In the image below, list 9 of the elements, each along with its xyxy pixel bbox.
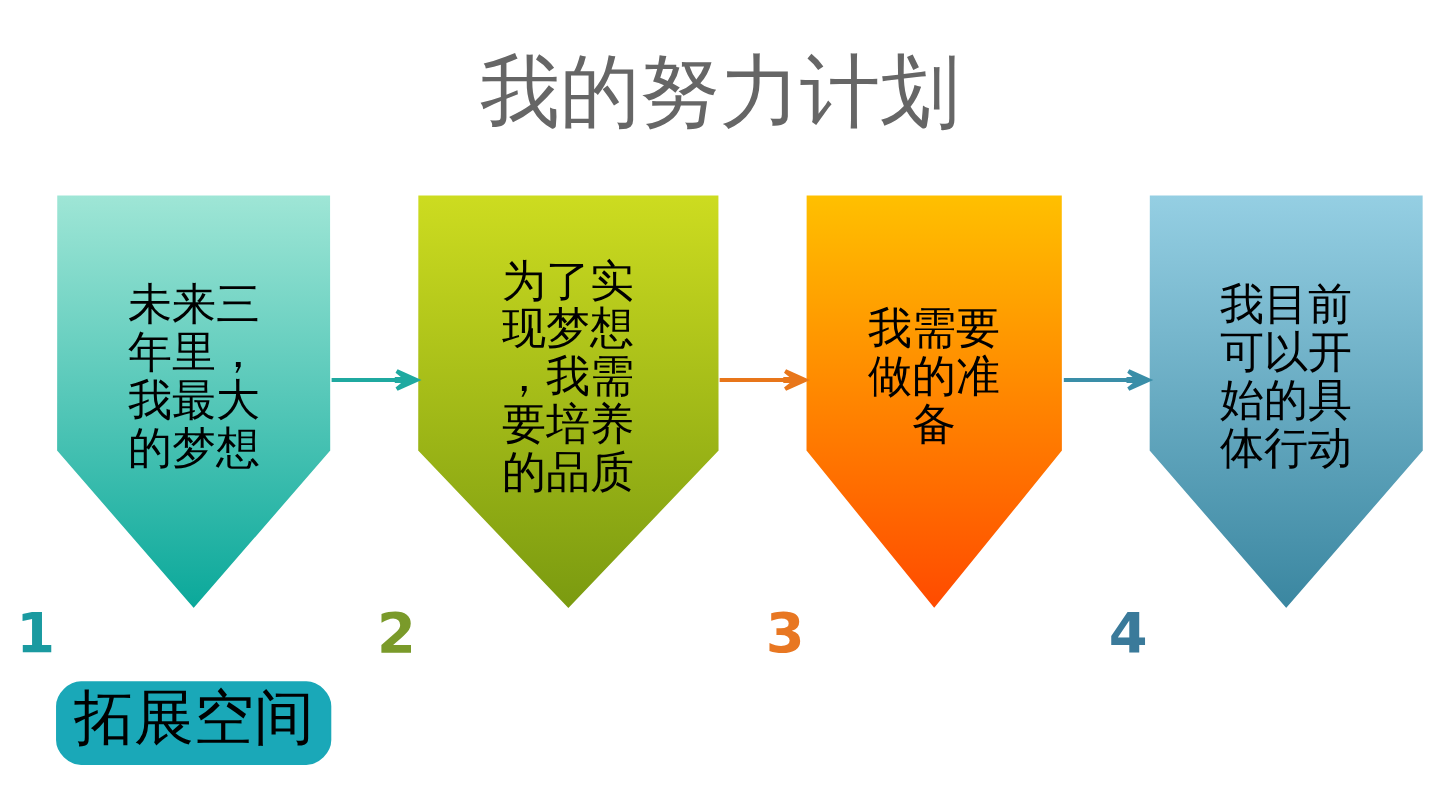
node-label: 3	[765, 599, 805, 665]
node-label: 2	[377, 599, 416, 665]
arrow	[719, 368, 808, 391]
arrow	[1063, 368, 1151, 391]
node-label: 1	[16, 599, 56, 665]
node-label: 4	[1108, 599, 1148, 665]
label: 拓展空间	[73, 681, 314, 752]
arrow	[331, 368, 419, 391]
diagram-title: 我的努力计划	[479, 44, 960, 138]
